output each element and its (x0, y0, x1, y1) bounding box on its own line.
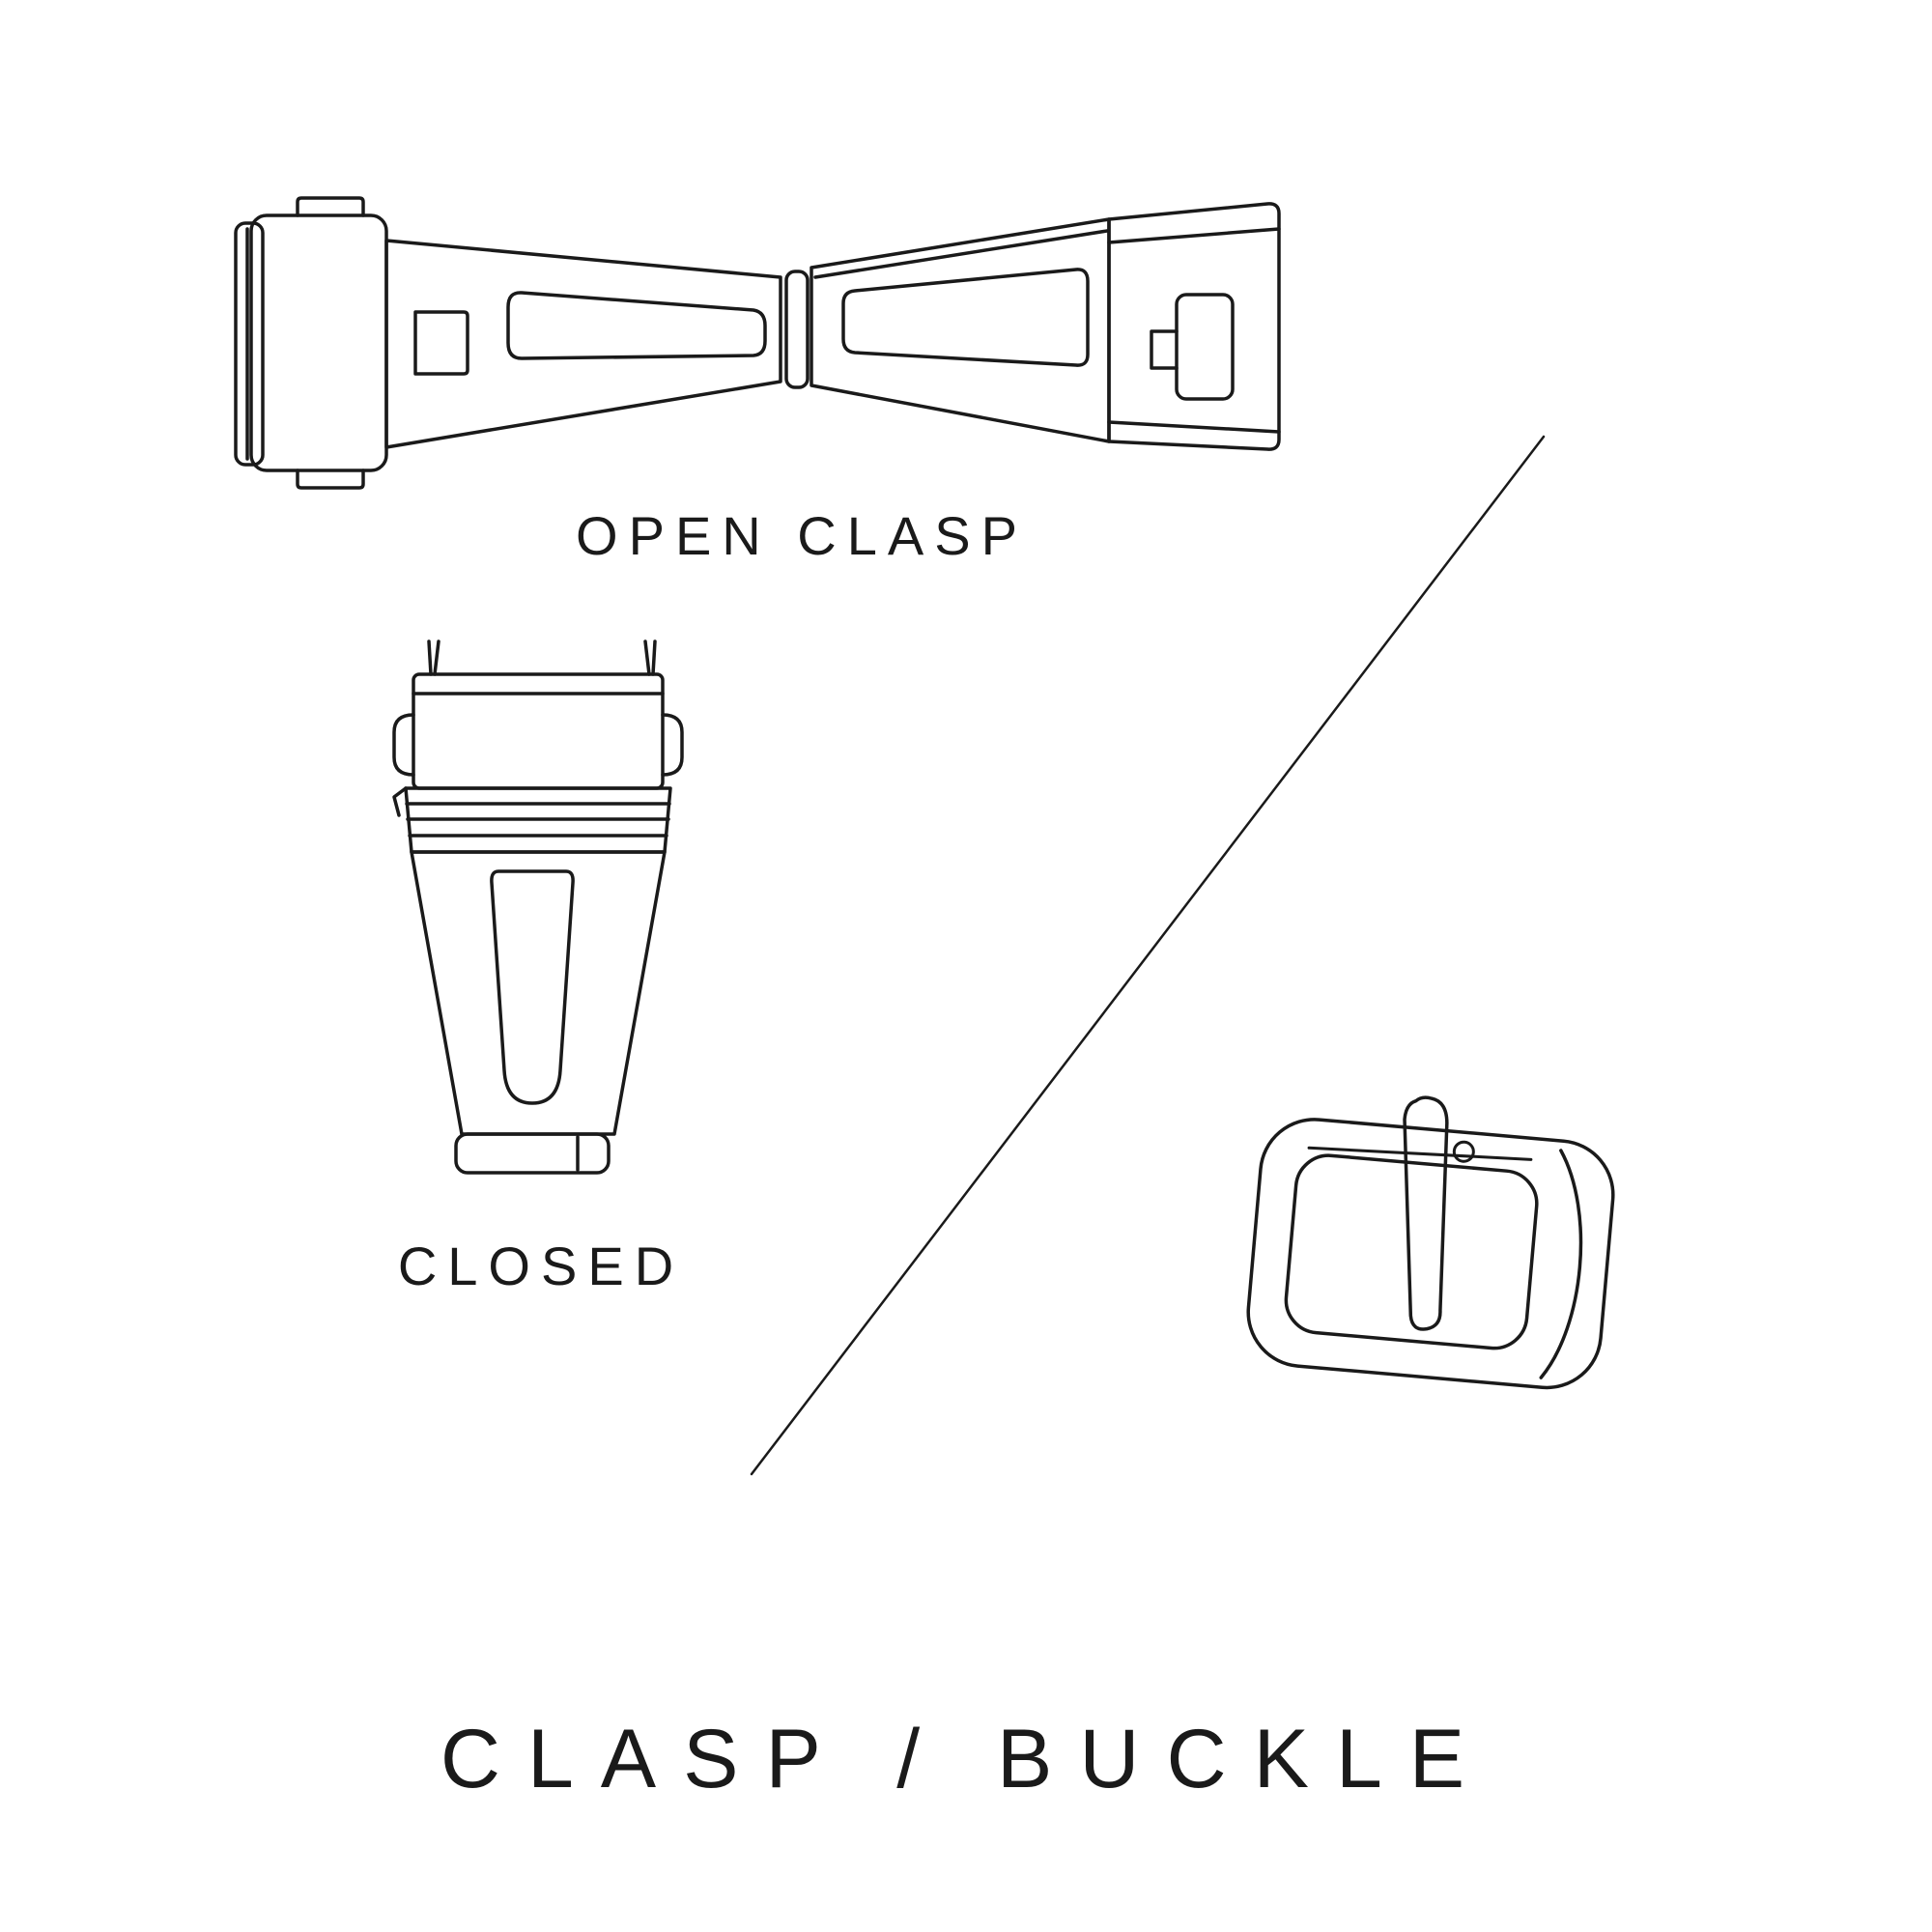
open-clasp-caption: OPEN CLASP (576, 505, 1028, 566)
buckle-illustration (1227, 1090, 1642, 1418)
buckle-icon (1246, 1095, 1615, 1390)
page-title: CLASP / BUCKLE (440, 1713, 1492, 1805)
divider-line-icon (750, 435, 1546, 1476)
diagonal-divider (715, 415, 1584, 1497)
closed-clasp-illustration (386, 639, 696, 1180)
open-clasp-illustration (222, 179, 1294, 497)
closed-clasp-caption: CLOSED (397, 1236, 685, 1296)
open-clasp-icon (234, 196, 1281, 490)
closed-clasp-icon (392, 639, 684, 1175)
